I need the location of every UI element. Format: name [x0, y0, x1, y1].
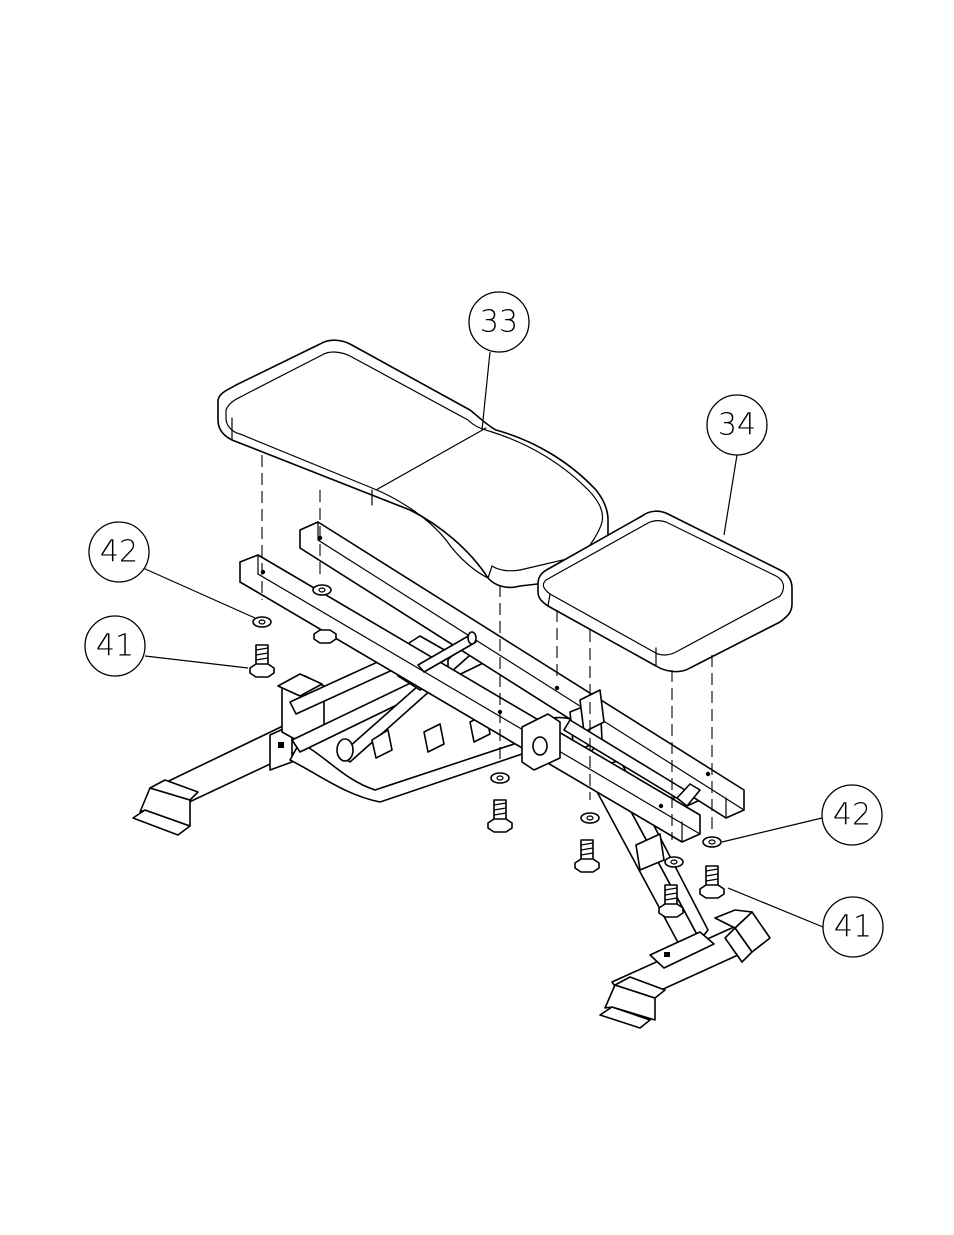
bolt-icon [488, 800, 512, 832]
callout-label: 42 [100, 535, 138, 570]
callout-41-left: 41 [85, 616, 145, 676]
callout-33: 33 [469, 292, 529, 352]
callout-label: 41 [96, 629, 134, 664]
washer-icon [581, 813, 599, 823]
callout-34: 34 [707, 395, 767, 455]
callout-label: 42 [833, 798, 871, 833]
callout-label: 33 [480, 305, 518, 340]
washer-icon [491, 773, 509, 783]
callout-41-right: 41 [823, 897, 883, 957]
bolt-icon [250, 645, 274, 677]
seat-cushion [218, 340, 608, 587]
callout-label: 34 [718, 408, 756, 443]
callout-label: 41 [834, 910, 872, 945]
washer-icon [703, 837, 721, 847]
washer-icon [253, 617, 271, 627]
bolt-icon [314, 630, 336, 643]
washer-icon [665, 857, 683, 867]
washer-icon [313, 585, 331, 595]
left-foot-cap [133, 780, 198, 835]
callout-42-left: 42 [89, 522, 149, 582]
bolt-icon [575, 840, 599, 872]
bolt-icon [700, 866, 724, 898]
callout-42-right: 42 [822, 785, 882, 845]
